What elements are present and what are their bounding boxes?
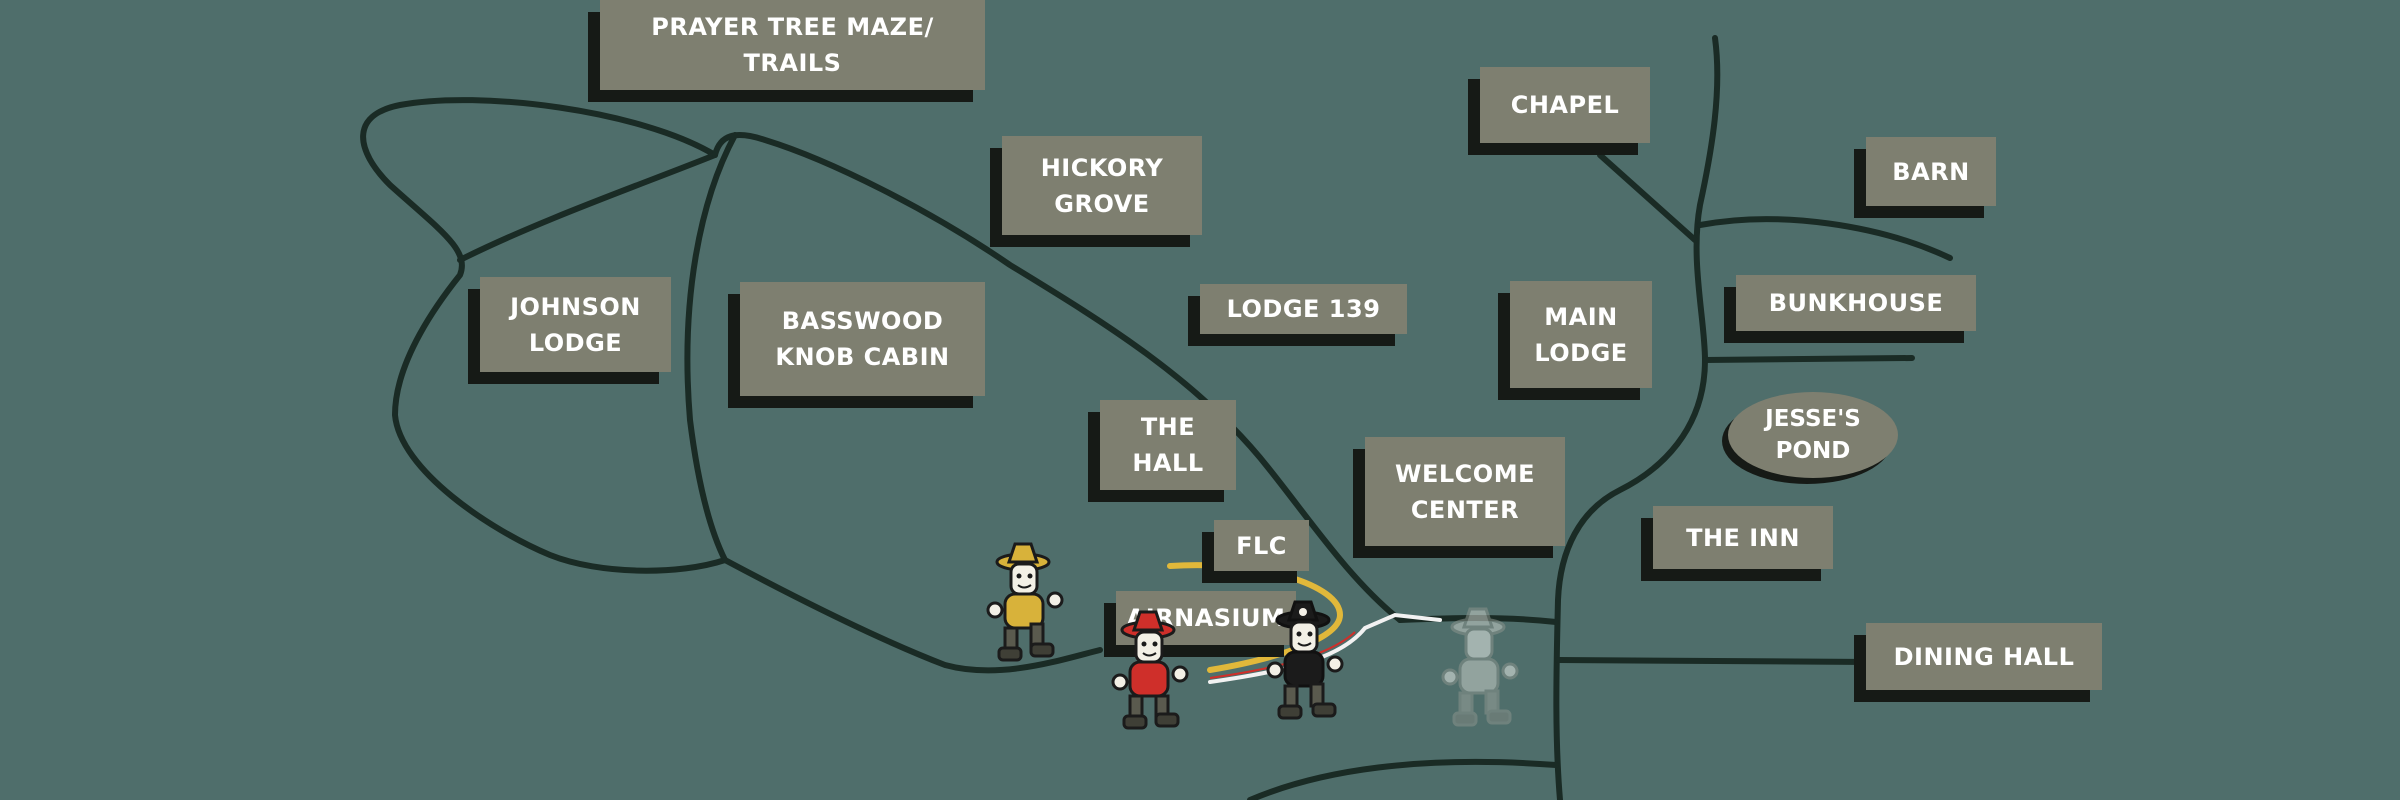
path-bunk-branch [1702,355,1915,363]
location-jesses-pond[interactable]: JESSE'S POND [1728,392,1898,478]
path-lower-wiggle [722,557,1103,674]
path-left-loop [360,97,728,574]
location-welcome-center[interactable]: WELCOME CENTER [1365,437,1565,546]
location-flc[interactable]: FLC [1214,520,1309,571]
location-bunkhouse[interactable]: BUNKHOUSE [1736,275,1976,331]
path-barn-branch [1697,216,1953,261]
location-dining-hall[interactable]: DINING HALL [1866,623,2102,690]
location-johnson-lodge[interactable]: JOHNSON LODGE [480,277,671,372]
red-mascot-icon [1111,610,1189,730]
location-barn[interactable]: BARN [1866,137,1996,206]
path-left-cross [457,152,718,263]
path-inner-loop [712,132,1403,623]
location-basswood-knob-cabin[interactable]: BASSWOOD KNOB CABIN [740,282,985,396]
ghost-mascot-icon [1441,607,1519,727]
location-main-lodge[interactable]: MAIN LODGE [1510,281,1652,388]
path-right-trunk [1553,35,1721,800]
yellow-mascot-icon [986,542,1064,662]
location-hickory-grove[interactable]: HICKORY GROVE [1002,136,1202,235]
black-mascot-icon [1266,600,1344,720]
path-inner-left [684,132,738,563]
path-chapel-branch [1597,152,1698,243]
location-lodge-139[interactable]: LODGE 139 [1200,284,1407,334]
path-dining-branch [1555,657,1873,665]
path-bottom [1247,758,1559,800]
location-chapel[interactable]: CHAPEL [1480,67,1650,143]
location-the-hall[interactable]: THE HALL [1100,400,1236,490]
location-the-inn[interactable]: THE INN [1653,506,1833,569]
location-prayer-tree-maze[interactable]: PRAYER TREE MAZE/ TRAILS [600,0,985,90]
